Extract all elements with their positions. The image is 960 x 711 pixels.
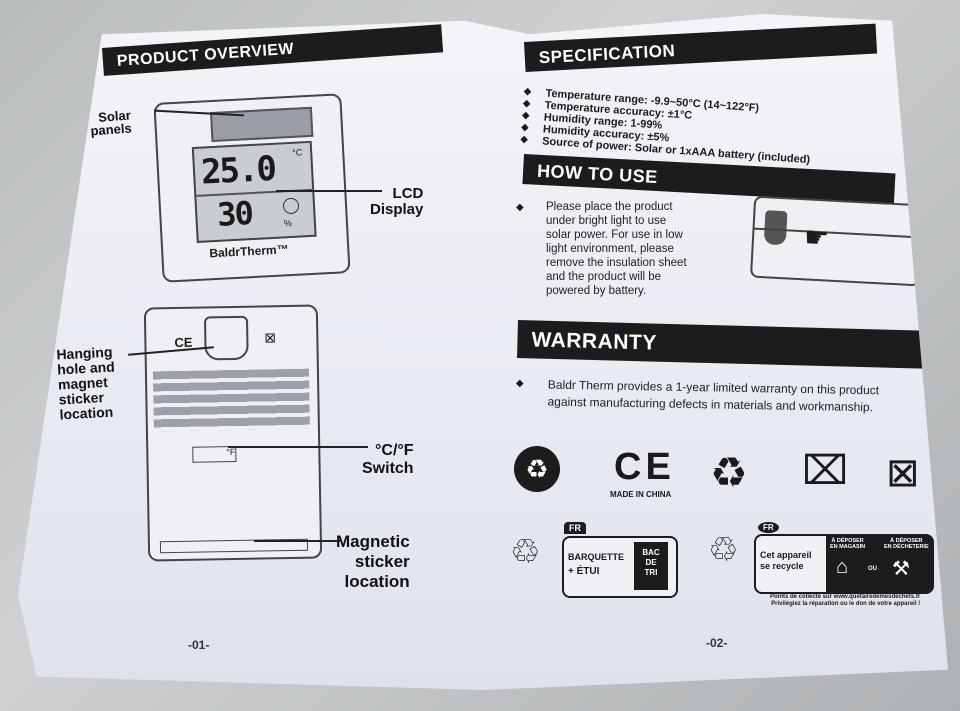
crossed-bin-icon: ⌧ xyxy=(802,449,849,493)
warranty-banner: WARRANTY xyxy=(517,320,932,369)
etui-text: + ÉTUI xyxy=(568,566,600,577)
shop-icon: ⌂ xyxy=(836,556,849,578)
solar-panel xyxy=(209,106,314,143)
triman-info-left: FR BARQUETTE + ÉTUI BAC DE TRI xyxy=(562,522,678,598)
specification-title: SPECIFICATION xyxy=(538,41,676,68)
ou-text: OU xyxy=(868,566,877,572)
lcd-temp-unit: °C xyxy=(291,147,303,158)
triman-footer: Points de collecte sur www.quefairedemes… xyxy=(770,594,921,607)
comfort-face-icon xyxy=(282,197,300,215)
appareil-text: Cet appareil se recycle xyxy=(760,550,812,571)
lcd-display-label: LCD Display xyxy=(370,185,424,218)
triman-icon-right: ♲ xyxy=(708,531,739,569)
instruction-leaflet: PRODUCT OVERVIEW 25.0 °C 30 % BaldrTherm… xyxy=(18,14,948,690)
how-to-use-title: HOW TO USE xyxy=(536,160,659,188)
page-number-right: -02- xyxy=(706,636,728,650)
specification-banner: SPECIFICATION xyxy=(524,23,878,72)
crossed-wheelie-bin-icon: ⊠ xyxy=(886,451,920,495)
triman-info-right: FR Cet appareil se recycle À DÉPOSER EN … xyxy=(754,522,934,594)
fr-tag-right: FR xyxy=(758,522,779,533)
lcd-temperature: 25.0 xyxy=(200,148,276,193)
bin-icon-small: ⊠ xyxy=(264,329,277,346)
warranty-title: WARRANTY xyxy=(531,328,658,355)
triman-box-left: BARQUETTE + ÉTUI BAC DE TRI xyxy=(562,536,678,598)
made-in-china-caption: MADE IN CHINA xyxy=(610,490,672,499)
cf-switch-label: °F xyxy=(226,446,236,458)
magasin-text: À DÉPOSER EN MAGASIN xyxy=(830,538,866,550)
lcd-humidity-unit: % xyxy=(283,217,293,229)
page-number-left: -01- xyxy=(188,638,210,652)
disposal-icon: ⚒ xyxy=(892,558,910,580)
device-brand: BaldrTherm™ xyxy=(208,242,289,261)
how-to-use-text: Please place the product under bright li… xyxy=(546,201,687,297)
hanging-hole-label: Hanging hole and magnet sticker location xyxy=(56,343,116,423)
triman-box-right: Cet appareil se recycle À DÉPOSER EN MAG… xyxy=(754,534,934,594)
device-front: 25.0 °C 30 % BaldrTherm™ xyxy=(153,93,351,283)
barquette-text: BARQUETTE xyxy=(568,552,624,562)
product-overview-banner: PRODUCT OVERVIEW xyxy=(102,24,444,76)
recycle-arrows-icon: ♻ xyxy=(710,449,748,496)
product-overview-title: PRODUCT OVERVIEW xyxy=(116,40,295,70)
warranty-text: Baldr Therm provides a 1-year limited wa… xyxy=(547,377,880,415)
how-to-use-banner: HOW TO USE xyxy=(522,154,896,204)
switch-leader-line xyxy=(228,446,368,448)
lcd-humidity: 30 xyxy=(216,194,253,234)
hanging-hole xyxy=(203,315,249,361)
fr-tag-left: FR xyxy=(564,522,586,534)
cf-switch: °F xyxy=(192,445,237,463)
magnetic-sticker-label: Magnetic sticker location xyxy=(336,532,410,591)
dechetterie-text: À DÉPOSER EN DÉCHETERIE xyxy=(884,538,929,550)
ce-mark-icon: CE xyxy=(614,446,675,488)
insulation-sheet-illustration: ☛ xyxy=(749,195,925,287)
cf-switch-label-text: °C/°F Switch xyxy=(362,442,414,477)
device-back: CE ⊠ °F xyxy=(143,304,323,562)
appareil-panel: Cet appareil se recycle xyxy=(756,536,826,592)
lcd-leader-line xyxy=(276,190,382,192)
hand-pointer-icon: ☛ xyxy=(803,221,831,254)
bac-de-tri-icon: BAC DE TRI xyxy=(634,542,668,590)
magnetic-leader-line xyxy=(254,540,340,542)
spec-list: ◆Temperature range: -9.9~50°C (14~122°F)… xyxy=(520,86,814,166)
solar-panels-label: Solar panels xyxy=(89,107,133,139)
triman-icon-left: ♲ xyxy=(510,533,541,571)
tidyman-icon: ♻ xyxy=(514,446,560,492)
vent-grille xyxy=(152,368,310,432)
